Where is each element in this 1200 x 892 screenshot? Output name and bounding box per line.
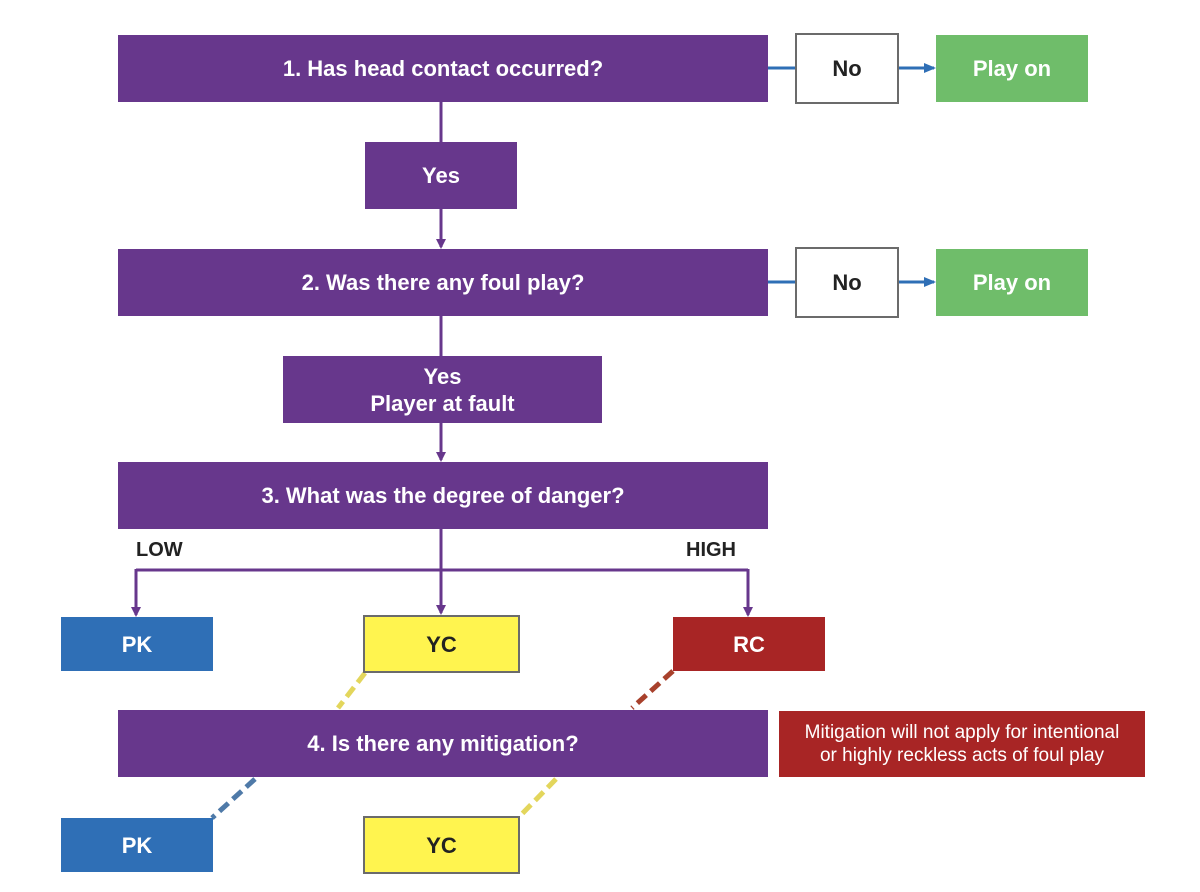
play-on-box-step2: Play on bbox=[936, 249, 1088, 316]
question-mitigation-text: 4. Is there any mitigation? bbox=[307, 731, 579, 756]
mitigation-note-line1: Mitigation will not apply for intentiona… bbox=[804, 722, 1120, 743]
mitigation-note-box: Mitigation will not apply for intentiona… bbox=[779, 711, 1145, 777]
question-foul-play-box: 2. Was there any foul play? bbox=[118, 249, 768, 316]
yc-to-mitigation-dashed-line bbox=[336, 671, 367, 710]
penalty-kick-box-step3: PK bbox=[61, 617, 213, 671]
penalty-kick-label: PK bbox=[121, 631, 153, 657]
play-on-box-step1: Play on bbox=[936, 35, 1088, 102]
play-on-label: Play on bbox=[972, 56, 1052, 81]
yellow-card-label: YC bbox=[426, 631, 457, 657]
red-card-box-step3: RC bbox=[673, 617, 825, 671]
yellow-card-box-step4: YC bbox=[363, 816, 520, 874]
yellow-card-box-step3: YC bbox=[363, 615, 520, 673]
question-foul-play-text: 2. Was there any foul play? bbox=[301, 270, 585, 295]
player-at-fault-label: Player at fault bbox=[370, 390, 515, 416]
question-head-contact-text: 1. Has head contact occurred? bbox=[282, 56, 604, 81]
question-head-contact-box: 1. Has head contact occurred? bbox=[118, 35, 768, 102]
penalty-kick-label: PK bbox=[121, 832, 153, 858]
yellow-card-label: YC bbox=[426, 832, 457, 858]
mitigation-to-pk-dashed-line bbox=[210, 777, 257, 820]
yes-label: Yes bbox=[423, 363, 462, 389]
play-on-label: Play on bbox=[972, 270, 1052, 295]
no-box-step2: No bbox=[795, 247, 899, 318]
penalty-kick-box-step4: PK bbox=[61, 818, 213, 872]
question-mitigation-box: 4. Is there any mitigation? bbox=[118, 710, 768, 777]
high-danger-label: HIGH bbox=[686, 539, 736, 561]
yes-player-at-fault-box: Yes Player at fault bbox=[283, 356, 602, 423]
no-label: No bbox=[832, 56, 862, 81]
no-label: No bbox=[832, 270, 862, 295]
red-card-label: RC bbox=[733, 631, 765, 657]
mitigation-note-line2: or highly reckless acts of foul play bbox=[819, 745, 1105, 766]
mitigation-to-yc-dashed-line bbox=[518, 777, 558, 818]
no-box-step1: No bbox=[795, 33, 899, 104]
question-degree-of-danger-box: 3. What was the degree of danger? bbox=[118, 462, 768, 529]
yes-label: Yes bbox=[422, 163, 460, 188]
rc-to-mitigation-dashed-line bbox=[630, 669, 675, 710]
question-degree-of-danger-text: 3. What was the degree of danger? bbox=[261, 483, 625, 508]
yes-box-step1: Yes bbox=[365, 142, 517, 209]
low-danger-label: LOW bbox=[136, 539, 183, 561]
